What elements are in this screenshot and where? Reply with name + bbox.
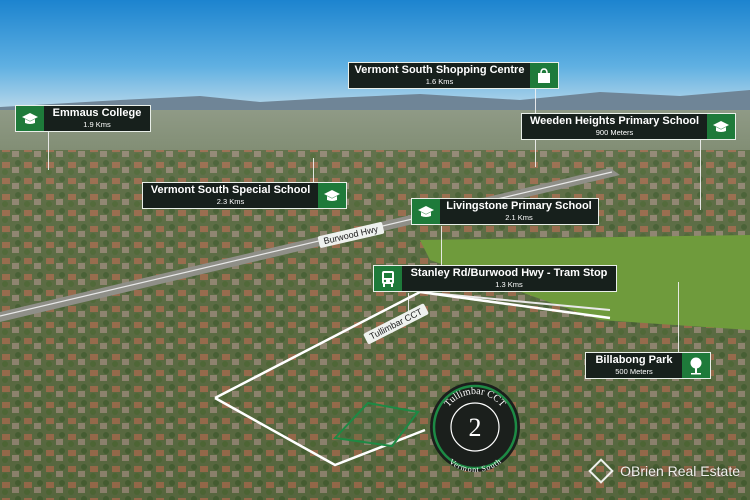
poi-distance: 500 Meters [615,367,653,377]
poi-name: Livingstone Primary School [446,200,592,213]
poi-name: Stanley Rd/Burwood Hwy - Tram Stop [410,267,608,280]
graduation-cap-icon [707,114,735,139]
graduation-cap-icon [318,183,346,208]
property-badge: Tullimbar CCT Vermont South 2 [428,380,522,474]
bus-icon [374,266,402,291]
graduation-cap-icon [16,106,44,131]
graduation-cap-icon [412,199,440,224]
poi-distance: 2.3 Kms [216,197,245,207]
tree-icon [682,353,710,378]
badge-ring: Tullimbar CCT Vermont South 2 [430,382,520,474]
poi-name: Weeden Heights Primary School [529,115,700,128]
badge-number: 2 [469,413,482,442]
diamond-logo-icon [588,458,614,484]
poi-distance: 1.3 Kms [495,280,523,290]
poi-name: Vermont South Shopping Centre [354,64,525,77]
poi-distance: 1.6 Kms [425,77,454,87]
poi-name: Emmaus College [52,107,142,120]
poi-distance: 2.1 Kms [505,213,533,223]
shopping-bag-icon [530,63,558,88]
poi-name: Vermont South Special School [150,184,311,197]
poi-distance: 900 Meters [595,128,634,138]
poi-name: Billabong Park [595,354,673,367]
watermark-text: OBrien Real Estate [620,463,740,479]
agency-watermark: OBrien Real Estate [588,458,740,484]
poi-distance: 1.9 Kms [83,120,111,130]
